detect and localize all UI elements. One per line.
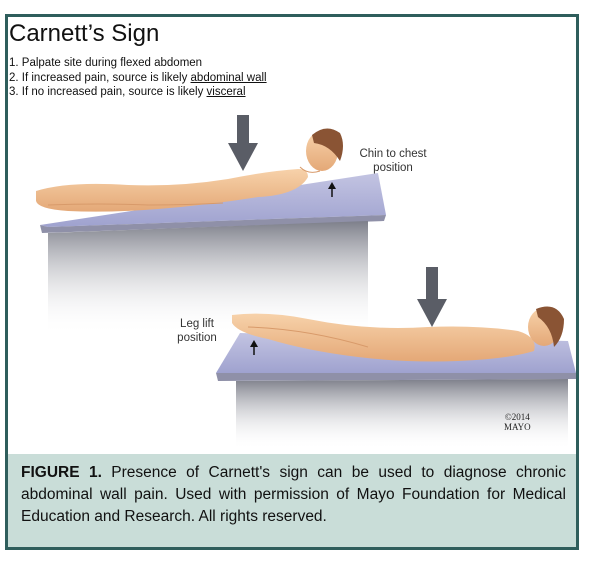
- bottom-small-arrow: [250, 340, 258, 355]
- figure-title: Carnett’s Sign: [9, 20, 160, 47]
- figure-caption: FIGURE 1. Presence of Carnett's sign can…: [8, 454, 576, 547]
- top-pressure-arrow: [228, 115, 258, 171]
- leg-lift-label: Leg lift position: [166, 317, 228, 345]
- copyright-mark: ©2014 MAYO: [504, 412, 531, 432]
- step-3: 3. If no increased pain, source is likel…: [9, 86, 246, 98]
- caption-text: Presence of Carnett's sign can be used t…: [21, 464, 566, 525]
- abdominal-wall-text: abdominal wall: [190, 71, 267, 84]
- chin-to-chest-label: Chin to chest position: [348, 147, 438, 175]
- top-label-line2: position: [373, 162, 413, 174]
- bottom-label-line2: position: [177, 332, 217, 344]
- top-label-line1: Chin to chest: [359, 148, 427, 160]
- visceral-text: visceral: [206, 86, 246, 98]
- caption-label: FIGURE 1.: [21, 464, 102, 481]
- bottom-pressure-arrow: [417, 267, 447, 327]
- top-small-arrow: [328, 182, 336, 197]
- top-patient: [36, 128, 343, 212]
- bottom-patient: [232, 306, 564, 362]
- illustration: [36, 115, 576, 450]
- step-2: 2. If increased pain, source is likely a…: [9, 71, 267, 84]
- step-1: 1. Palpate site during flexed abdomen: [9, 57, 203, 69]
- bottom-label-line1: Leg lift: [180, 318, 214, 330]
- steps-list: 1. Palpate site during flexed abdomen 2.…: [9, 56, 267, 100]
